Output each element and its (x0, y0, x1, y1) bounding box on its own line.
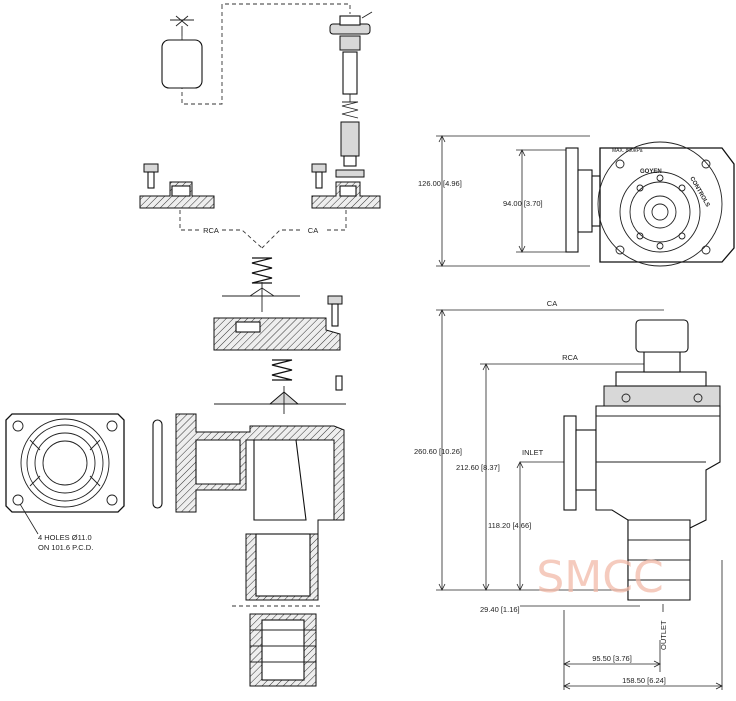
right-cover (311, 163, 381, 209)
port-flange-view: 4 HOLES Ø11.0 ON 101.6 P.C.D. (5, 413, 125, 552)
dim-ca-label: CA (547, 299, 557, 308)
spring-lower (271, 359, 293, 381)
top-view: 126.00 [4.96] 94.00 [3.70] GOYEN CONTROL… (418, 135, 735, 267)
dim-inner-label: 94.00 [3.70] (503, 199, 543, 208)
dim-total-label: 260.60 [10.26] (414, 447, 462, 456)
label-outlet: OUTLET (659, 620, 668, 650)
side-view: CA RCA 260.60 [10.26] 212.60 [8.37] 118.… (414, 299, 723, 690)
left-cover (139, 163, 215, 209)
holes-label-1: 4 HOLES Ø11.0 (38, 533, 92, 542)
dim-height-label: 126.00 [4.96] (418, 179, 462, 188)
o-ring (152, 419, 163, 509)
diaphragm-lower (214, 386, 346, 414)
badge-pressure: MAX. 860kPa (612, 148, 643, 154)
ca-dash (326, 210, 347, 231)
dim-15850-label: 158.50 [6.24] (622, 676, 666, 685)
cover-port (235, 321, 261, 333)
holes-label-2: ON 101.6 P.C.D. (38, 543, 93, 552)
bottom-coupling (249, 613, 317, 687)
rca-dash (179, 210, 200, 231)
ca-dash-2 (261, 229, 300, 249)
exploded-view: RCA CA (139, 3, 381, 687)
watermark: SMCC (536, 552, 663, 603)
valve-body (175, 413, 345, 601)
connector-dash-left (181, 8, 223, 105)
badge-goyen: GOYEN (640, 169, 662, 175)
dim-inlet-label: 118.20 [4.66] (488, 521, 531, 530)
coil-enclosure (161, 15, 203, 89)
rca-dash-2 (222, 229, 263, 249)
pin-small (335, 375, 343, 391)
dim-rca-label: RCA (562, 353, 578, 362)
bolt-right (327, 295, 343, 327)
dim-212-label: 212.60 [8.37] (456, 463, 500, 472)
dim-9550-label: 95.50 [3.76] (592, 654, 632, 663)
label-inlet: INLET (522, 448, 544, 457)
label-rca: RCA (203, 226, 219, 235)
diaphragm-upper (222, 282, 300, 312)
body-cover (213, 317, 341, 351)
label-ca: CA (308, 226, 318, 235)
solenoid-head (329, 11, 373, 178)
dim-outlet-label: 29.40 [1.16] (480, 605, 520, 614)
connector-dash-top (221, 3, 351, 14)
spring-upper (251, 257, 273, 284)
